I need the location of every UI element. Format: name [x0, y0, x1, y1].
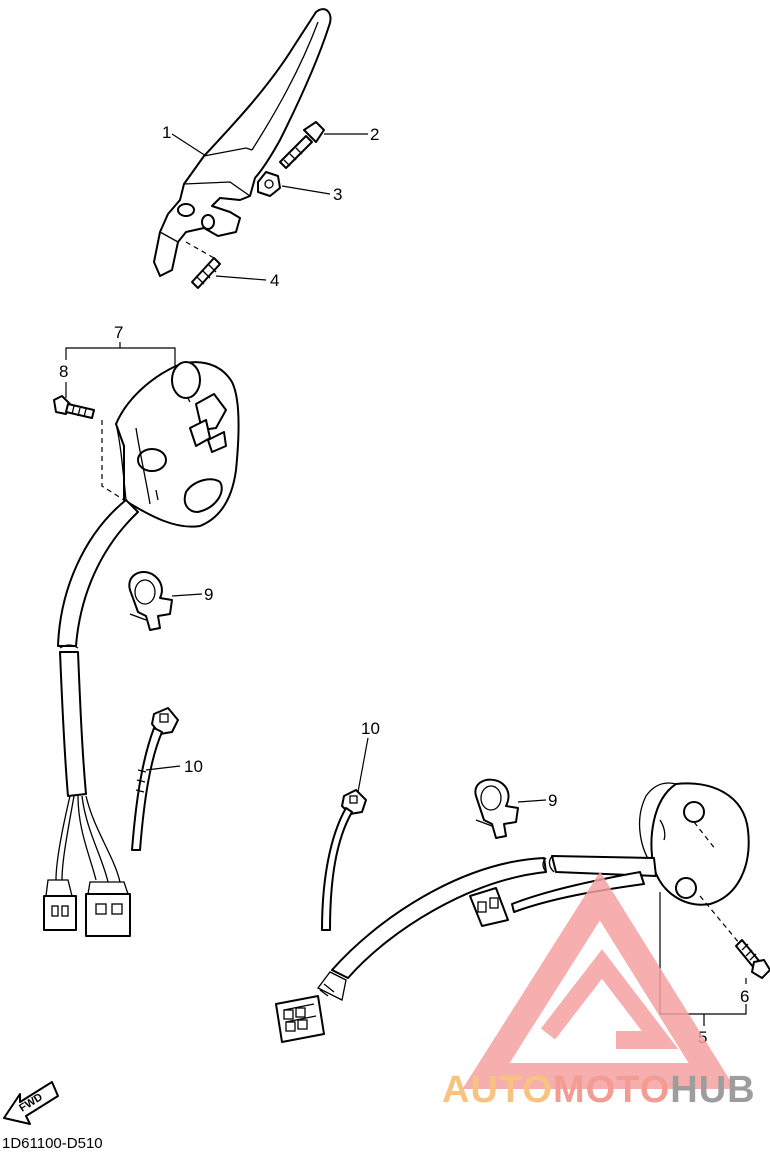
watermark: AUTOMOTOHUB — [442, 871, 756, 1111]
screw-part-6 — [735, 939, 770, 984]
watermark-text: AUTOMOTOHUB — [442, 1069, 756, 1111]
cable-clamp-part-9-left — [128, 571, 203, 631]
callout-10-right: 10 — [361, 719, 380, 738]
callout-3: 3 — [333, 185, 342, 204]
right-handlebar-switch-part-5 — [638, 782, 750, 1026]
automotohub-logo-icon — [462, 871, 736, 1089]
screw-part-8 — [53, 382, 125, 501]
watermark-moto: MOTO — [553, 1069, 670, 1111]
watermark-auto: AUTO — [442, 1069, 553, 1111]
callout-10-left: 10 — [184, 757, 203, 776]
pivot-bolt-part-2 — [279, 121, 368, 169]
fwd-arrow-icon: FWD — [3, 1081, 59, 1125]
callout-8: 8 — [59, 362, 68, 381]
cable-clamp-part-9-right — [474, 778, 547, 839]
callout-4: 4 — [270, 271, 279, 290]
nut-part-3 — [257, 171, 331, 197]
cable-tie-part-10-left — [131, 707, 181, 851]
callout-1: 1 — [162, 123, 171, 142]
callout-9-right: 9 — [548, 791, 557, 810]
callout-9-left: 9 — [204, 585, 213, 604]
spring-part-4 — [191, 257, 267, 289]
callout-6: 6 — [740, 987, 749, 1006]
cable-tie-part-10-right — [321, 737, 369, 931]
callout-7: 7 — [114, 323, 123, 342]
right-switch-harness — [275, 855, 657, 1043]
lever-part-1 — [153, 8, 332, 277]
drawing-code: 1D61100-D510 — [2, 1135, 103, 1152]
left-handlebar-switch-part-7 — [65, 342, 240, 528]
callout-2: 2 — [370, 125, 379, 144]
watermark-hub: HUB — [670, 1069, 755, 1111]
left-switch-harness — [43, 499, 139, 937]
